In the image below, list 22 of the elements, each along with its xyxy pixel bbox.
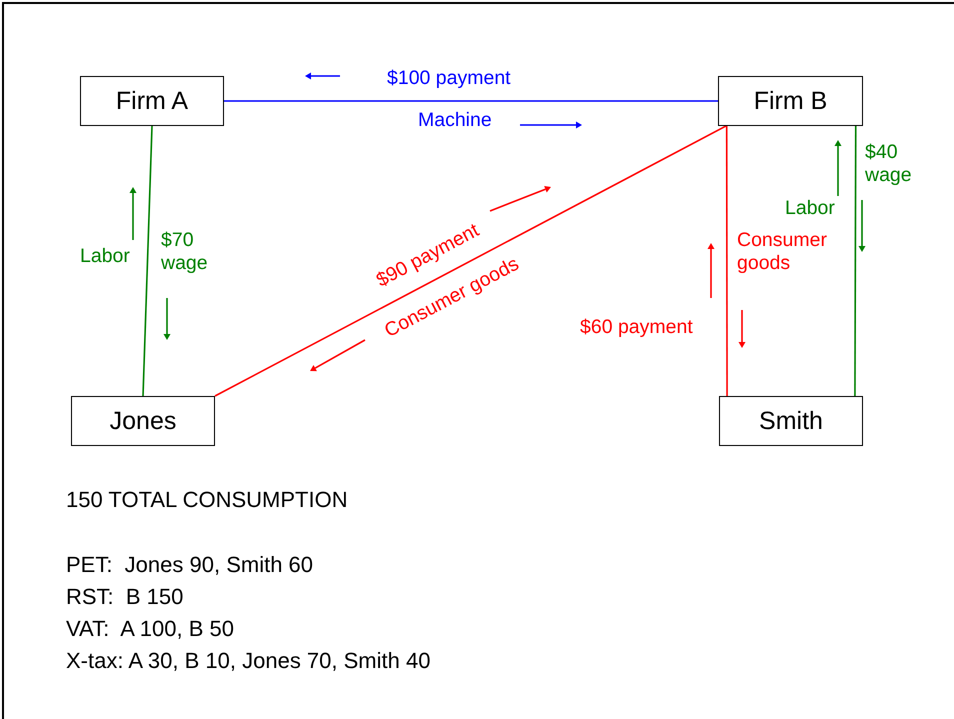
flow-label: Consumer goods [737, 229, 828, 276]
flow-label: $60 payment [580, 316, 693, 340]
entity-box: Smith [719, 396, 863, 446]
entity-box: Jones [71, 396, 215, 446]
connector-line [726, 126, 728, 396]
entity-box: Firm B [718, 76, 863, 126]
note-text: PET: Jones 90, Smith 60 [66, 552, 314, 578]
entity-box: Firm A [80, 76, 224, 126]
connector-line [214, 125, 726, 397]
flow-label: $70 wage [161, 229, 209, 276]
connector-line [854, 126, 857, 396]
flow-label: Machine [418, 109, 492, 132]
flow-label: Labor [785, 197, 835, 220]
note-text: RST: B 150 [66, 584, 184, 610]
note-text: X-tax: A 30, B 10, Jones 70, Smith 40 [66, 648, 430, 674]
connector-line [224, 100, 718, 102]
flow-label: $100 payment [387, 67, 511, 90]
flow-label: $40 wage [865, 141, 913, 188]
note-text: VAT: A 100, B 50 [66, 616, 234, 642]
note-text: 150 TOTAL CONSUMPTION [66, 487, 348, 513]
flow-label: Labor [80, 245, 130, 268]
connector-line [142, 126, 153, 396]
